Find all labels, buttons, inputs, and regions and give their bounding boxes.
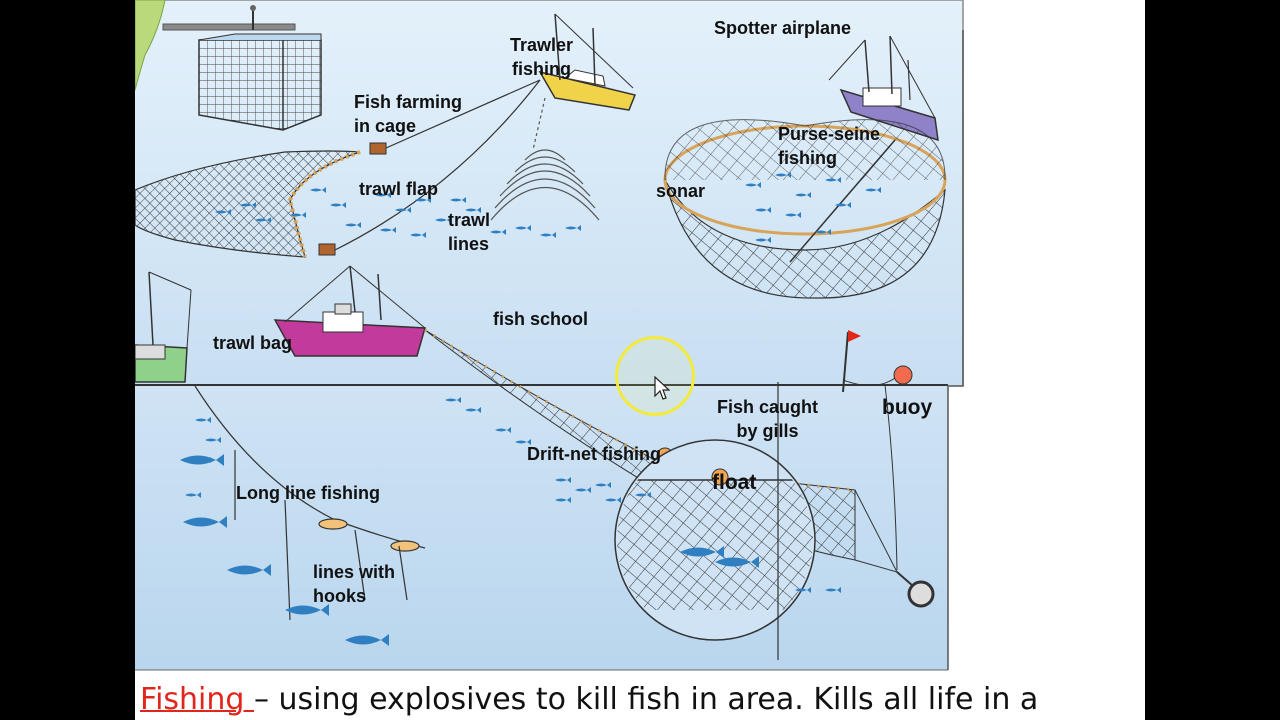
label-fish-school: fish school <box>493 307 588 331</box>
label-trawler-fishing: Trawler fishing <box>510 33 573 81</box>
label-trawl-bag: trawl bag <box>213 331 292 355</box>
label-buoy: buoy <box>882 396 932 420</box>
label-sonar: sonar <box>656 179 705 203</box>
mouse-pointer-icon <box>654 376 670 402</box>
slide-caption: Fishing – using explosives to kill fish … <box>140 680 1038 720</box>
label-float: float <box>712 471 756 495</box>
label-fish-caught-by-gills: Fish caught by gills <box>717 395 818 443</box>
label-spotter-airplane: Spotter airplane <box>714 16 851 40</box>
label-trawl-flap: trawl flap <box>359 177 438 201</box>
label-purse-seine: Purse-seine fishing <box>778 122 880 170</box>
label-drift-net-fishing: Drift-net fishing <box>527 442 661 466</box>
caption-term: Fishing <box>140 682 254 717</box>
caption-text: – using explosives to kill fish in area.… <box>254 682 1038 717</box>
label-fish-farming: Fish farming in cage <box>354 90 462 138</box>
label-long-line-fishing: Long line fishing <box>236 481 380 505</box>
slide: Trawler fishing Spotter airplane Fish fa… <box>135 0 1145 720</box>
label-lines-with-hooks: lines with hooks <box>313 560 395 608</box>
label-trawl-lines: trawl lines <box>448 208 490 256</box>
